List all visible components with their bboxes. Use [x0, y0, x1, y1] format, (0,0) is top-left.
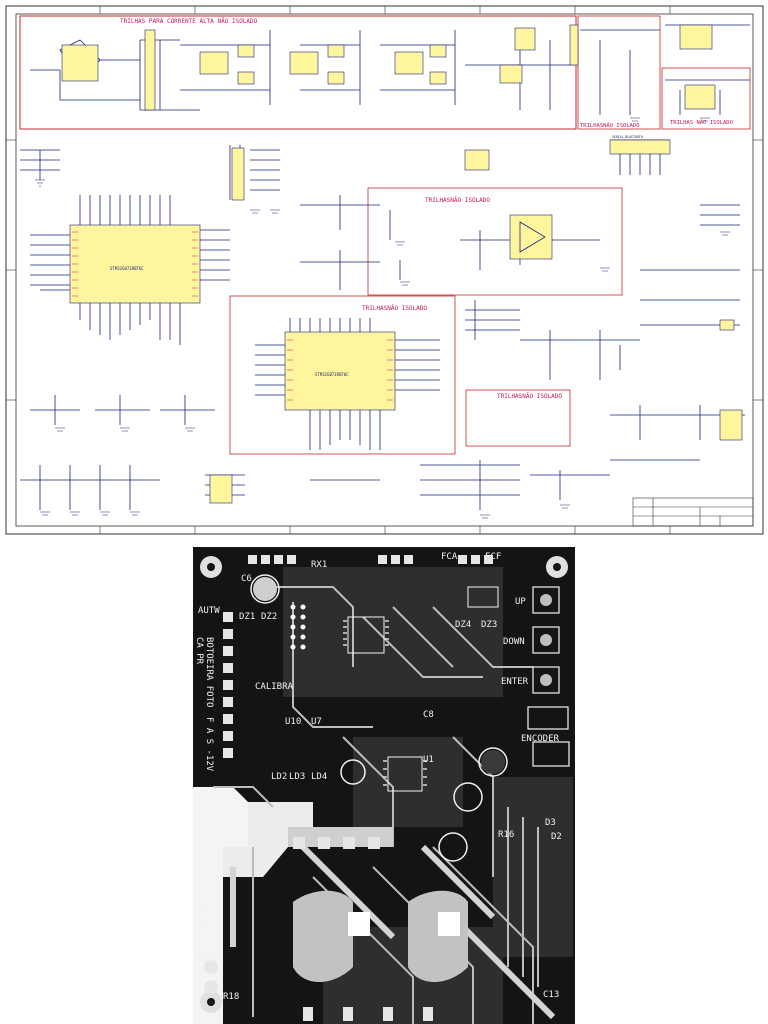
opamp-symbol — [519, 221, 546, 253]
zone-isolated-far-right-label: TRILHAS NÃO ISOLADO — [670, 119, 733, 126]
schematic-sheet: TRILHAS PARA CORRENTE ALTA NÃO ISOLADO T… — [5, 5, 764, 535]
silk-dz4: DZ4 — [455, 620, 471, 630]
mcu-main-label: STM32G071RBT6C — [110, 266, 144, 271]
silk-voltage: F A S -12V — [204, 717, 214, 772]
zone-isolated-far-right — [661, 67, 751, 130]
silk-f2: F2 — [199, 918, 210, 928]
pcb-ic-pads — [343, 620, 427, 786]
silk-dz2: DZ2 — [261, 612, 277, 622]
silk-autw: AUTW — [198, 606, 220, 616]
pcb-buttons — [532, 586, 560, 694]
silk-rx1: RX1 — [311, 560, 327, 570]
pcb-traces-thick — [230, 844, 556, 1020]
silk-encoder: ENCODER — [521, 734, 560, 744]
pcb-bottom-pads — [204, 837, 433, 1021]
silk-fcf: FCF — [485, 552, 501, 562]
pcb-capacitors — [250, 574, 508, 862]
silk-ld2: LD2 — [271, 772, 287, 782]
pcb-button-centers — [540, 594, 552, 686]
silk-c8: C8 — [423, 710, 434, 720]
silk-enter: ENTER — [501, 677, 529, 687]
pcb-mounting-holes — [200, 556, 568, 1013]
silk-c13: C13 — [543, 990, 559, 1000]
pcb-encoder-block-2 — [532, 741, 570, 767]
silk-dz1: DZ1 — [239, 612, 255, 622]
pcb-encoder-block — [527, 706, 569, 730]
silk-c6: C6 — [241, 574, 252, 584]
pcb-vias — [290, 604, 306, 650]
silk-vertical-text: BOTOEIRA FOTO — [204, 637, 214, 707]
zone-isolated-center — [367, 187, 623, 296]
zone-isolated-small-label: TRILHASNÃO ISOLADO — [497, 393, 562, 400]
silk-d3: D3 — [545, 818, 556, 828]
silk-ld4: LD4 — [311, 772, 327, 782]
silk-ld3: LD3 — [289, 772, 305, 782]
zone-high-current — [19, 15, 577, 130]
silk-calibra: CALIBRA — [255, 682, 294, 692]
silk-r19: R19 — [197, 955, 213, 965]
zone-high-current-label: TRILHAS PARA CORRENTE ALTA NÃO ISOLADO — [120, 18, 258, 25]
silk-r18: R18 — [223, 992, 239, 1002]
pcb-power-bar — [288, 827, 393, 847]
zone-isolated-small — [465, 389, 571, 447]
schematic-parts — [61, 24, 743, 504]
pcb-layout: RX1 FCA FCF C6 AUTW DZ1 DZ2 DZ4 DZ3 CALI… — [193, 547, 575, 1024]
silk-u10: U10 — [285, 717, 301, 727]
silk-up: UP — [515, 597, 526, 607]
silk-vertical-text-2: CA PR — [194, 637, 204, 665]
silk-r16: R16 — [498, 830, 514, 840]
pcb-copper-fill-left — [293, 890, 353, 982]
mcu-second-label: STM32G071RBT6C — [315, 372, 349, 377]
cap-c8-fill — [481, 750, 505, 774]
silk-u1: U1 — [423, 755, 434, 765]
silk-d2: D2 — [551, 832, 562, 842]
pcb-left-connector — [223, 612, 233, 758]
silk-f1: F1 — [199, 903, 210, 913]
pcb-traces — [213, 586, 539, 1024]
cap-c6-fill — [253, 577, 277, 601]
schematic-wires — [20, 24, 750, 510]
pcb-header-rx — [248, 555, 493, 564]
zone-isolated-center-label: TRILHASNÃO ISOLADO — [425, 197, 490, 204]
silk-u7: U7 — [311, 717, 322, 727]
silk-fca: FCA — [441, 552, 458, 562]
silk-down: DOWN — [503, 637, 525, 647]
connector-j2-label: SERIAL_BLUETOOTH — [612, 135, 643, 139]
ground-symbols — [35, 117, 730, 519]
frame-ticks — [6, 6, 763, 534]
silk-dz3: DZ3 — [481, 620, 497, 630]
pcb-clear-area-2 — [223, 802, 313, 877]
pcb-copper-fill-right — [408, 890, 468, 982]
zone-isolated-top-right — [577, 15, 661, 130]
zone-isolated-mcu — [229, 295, 456, 455]
zone-isolated-mcu-label: TRILHASNÃO ISOLADO — [362, 305, 427, 312]
pcb-pad-block-a — [348, 912, 370, 936]
title-block — [632, 497, 754, 527]
zone-isolated-top-right-label: TRILHASNÃO ISOLADO — [580, 122, 640, 129]
pcb-pad-block-b — [438, 912, 460, 936]
mcu-pin-ticks — [72, 231, 393, 401]
pcb-ics — [347, 586, 499, 792]
